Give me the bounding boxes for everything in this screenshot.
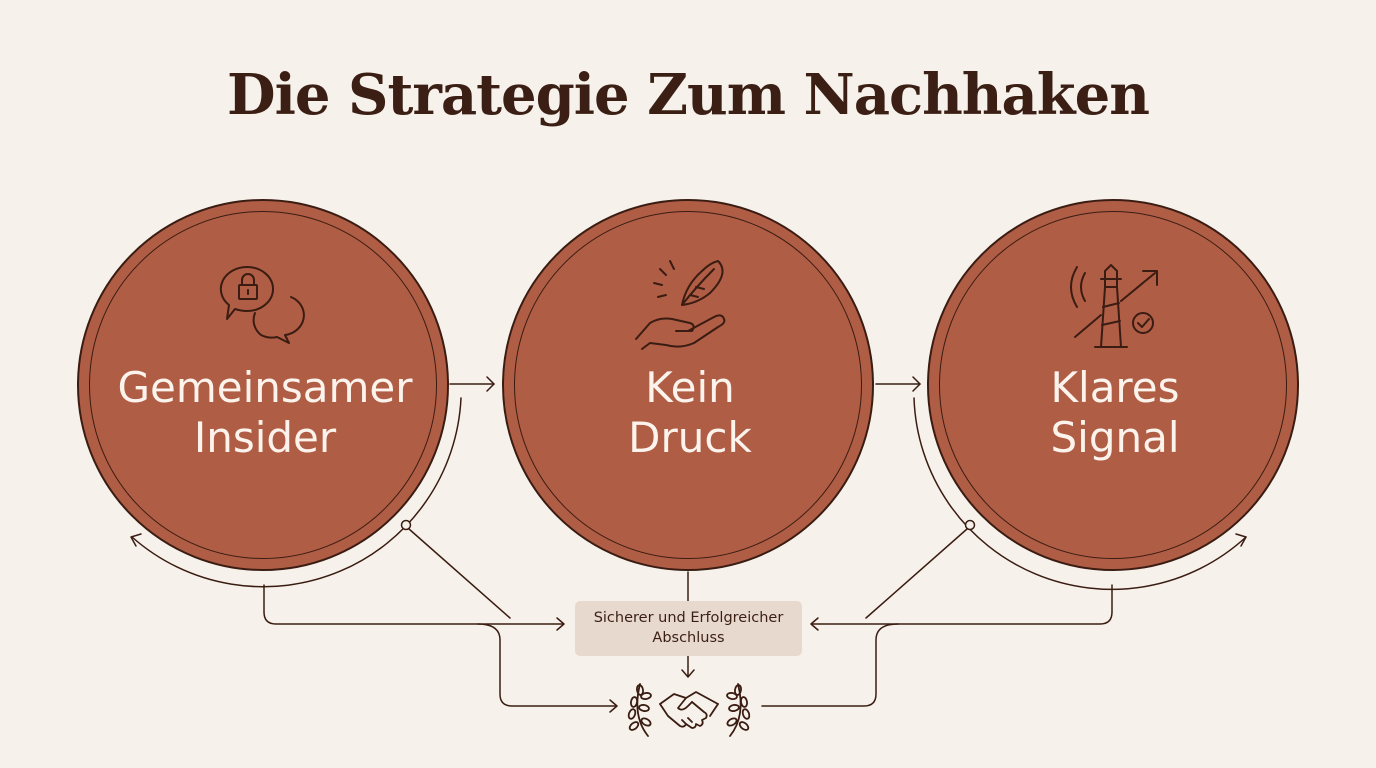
chat-lock-icon (219, 265, 305, 344)
result-label-line2: Abschluss (652, 630, 725, 646)
page-title: Die Strategie Zum Nachhaken (227, 62, 1150, 128)
result-label-line1: Sicherer und Erfolgreicher (593, 610, 784, 626)
arc-left (131, 397, 462, 588)
junction-left (400, 519, 412, 531)
lighthouse-signal-icon (1070, 264, 1158, 348)
result-box: Sicherer und Erfolgreicher Abschluss (575, 601, 802, 656)
junction-right (964, 519, 976, 531)
arc-right (913, 397, 1247, 591)
handshake-laurel-icon (627, 683, 751, 737)
feather-hand-icon (635, 260, 726, 350)
